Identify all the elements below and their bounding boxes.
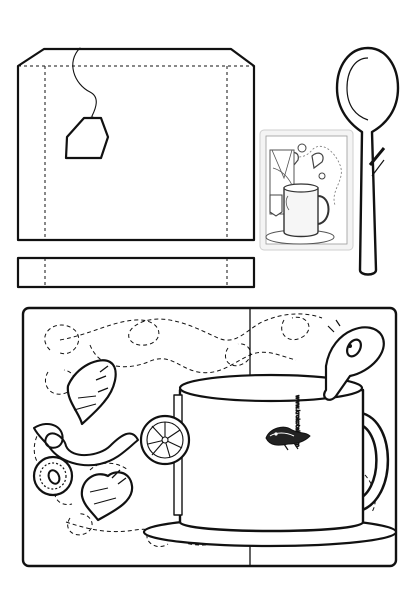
mug-cutout: www.krokotak.com	[142, 373, 398, 548]
tea-bag-icon	[64, 47, 110, 160]
crocodile-logo-icon	[265, 426, 311, 451]
envelope-strip-cutout	[16, 256, 256, 289]
heart-stitches	[95, 365, 127, 485]
svg-text:www.krokotak.com: www.krokotak.com	[294, 395, 300, 447]
mug-credit: www.krokotak.com	[294, 395, 301, 448]
heart-icon	[66, 359, 134, 522]
finished-card-preview	[259, 129, 354, 251]
mug-spoon-icon	[323, 319, 385, 401]
tea-bag-envelope-cutout	[16, 47, 256, 242]
spoon-icon	[335, 46, 400, 276]
envelope-fold-lines	[18, 65, 254, 240]
cookie-icon	[32, 455, 74, 497]
lemon-slice-icon	[139, 414, 191, 466]
